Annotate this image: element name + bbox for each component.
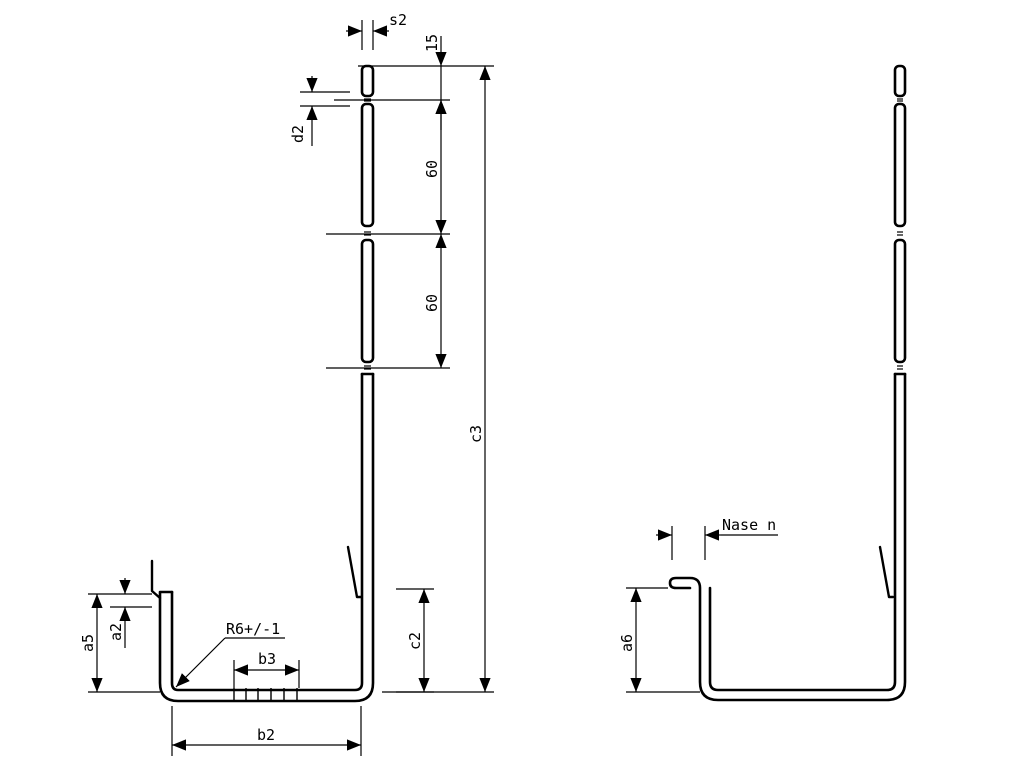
label-15: 15 [423,34,441,52]
dimension-lines [88,20,494,756]
label-60-bottom: 60 [423,294,441,312]
label-c3: c3 [467,425,485,443]
label-c2: c2 [406,632,424,650]
hook-inner-contour [170,372,364,692]
right-hook-profile [668,64,907,702]
right-hook-outer-contour [668,372,907,702]
right-bar-segment-2 [893,102,907,228]
label-s2: s2 [389,11,407,29]
label-a5: a5 [79,634,97,652]
spring-tongue [346,545,363,599]
bar-segment-3 [360,238,375,364]
label-a6: a6 [618,634,636,652]
clip-tab [150,559,162,600]
right-segment-joints [897,98,903,370]
right-hook-inner-contour [708,372,897,692]
right-bar-segment-top [893,64,907,98]
label-b2: b2 [257,726,275,744]
right-dimension-lines [626,526,778,693]
label-60-top: 60 [423,160,441,178]
segment-joints [364,98,371,370]
hook-outer-contour [158,372,375,703]
label-a2: a2 [107,623,125,641]
label-d2: d2 [289,125,307,143]
bottom-perforation [233,688,298,702]
bar-segment-2 [360,102,375,228]
bar-segment-top [360,64,375,98]
right-bar-segment-3 [893,238,907,364]
label-b3: b3 [258,650,276,668]
left-hook-profile [150,64,375,703]
label-radius: R6+/-1 [226,620,280,638]
label-nase: Nase n [722,516,776,534]
right-spring-tongue [878,545,895,599]
